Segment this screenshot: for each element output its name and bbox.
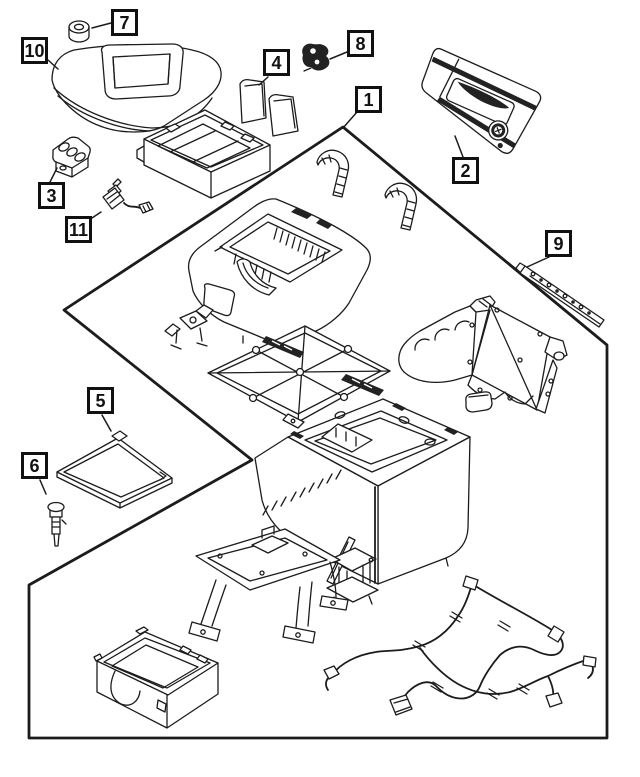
- callout-4[interactable]: 4: [263, 49, 290, 76]
- callout-1[interactable]: 1: [355, 86, 382, 113]
- armrest-base-bin-art: [136, 109, 271, 199]
- armrest-lid-art: [51, 43, 222, 133]
- console-upper-housing-art: [187, 198, 371, 344]
- callout-11[interactable]: 11: [65, 216, 92, 243]
- l-bracket-right-art: [384, 182, 418, 231]
- latch-cable-art: [102, 178, 154, 214]
- tray-art: [56, 430, 173, 509]
- switch-block-art: [52, 136, 91, 178]
- callout-3[interactable]: 3: [38, 182, 65, 209]
- mounting-bracket-frame-art: [398, 295, 568, 414]
- striker-latch-art: [302, 43, 330, 72]
- callout-2[interactable]: 2: [452, 157, 479, 184]
- callout-6[interactable]: 6: [21, 452, 48, 479]
- floor-bracket-art: [188, 525, 349, 644]
- push-pin-art: [47, 501, 67, 547]
- callout-9[interactable]: 9: [545, 230, 572, 257]
- hinge-plates-art: [239, 78, 299, 137]
- callout-8[interactable]: 8: [347, 30, 374, 57]
- diagram-border-frame: [27, 125, 609, 740]
- lattice-panel-art: [207, 325, 391, 429]
- callout-leader-lines: [39, 22, 550, 495]
- l-bracket-left-art: [316, 149, 350, 198]
- callout-7[interactable]: 7: [111, 9, 138, 36]
- callout-10[interactable]: 10: [21, 37, 48, 64]
- small-cap-art: [465, 391, 493, 413]
- front-panel-art: [421, 47, 542, 154]
- callout-5[interactable]: 5: [87, 387, 114, 414]
- storage-bin-art: [93, 626, 219, 729]
- bushing-art: [68, 20, 90, 43]
- mounting-strip-art: [515, 262, 605, 328]
- wiring-harness-art: [323, 575, 597, 716]
- mount-bracket-art: [164, 304, 214, 350]
